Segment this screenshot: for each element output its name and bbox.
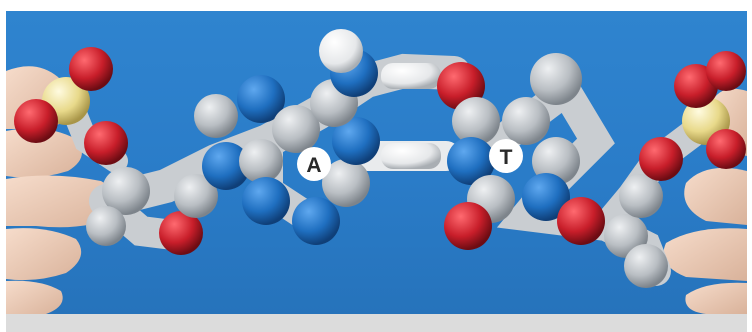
molecule-model-illustration: A T: [6, 29, 747, 314]
photo: A T: [6, 11, 747, 314]
adenine-label: A: [306, 154, 321, 177]
thymine-label-disc: [489, 139, 523, 173]
bond-tubes: [54, 53, 710, 286]
left-backbone: [14, 47, 218, 255]
adenine-label-disc: [297, 147, 331, 181]
hydrogen-bonds: [381, 63, 441, 169]
adenine-base: [194, 29, 380, 245]
right-backbone: [557, 51, 746, 288]
caption-bar: [6, 314, 747, 332]
thymine-label: T: [500, 146, 513, 169]
thymine-base: [437, 53, 582, 250]
